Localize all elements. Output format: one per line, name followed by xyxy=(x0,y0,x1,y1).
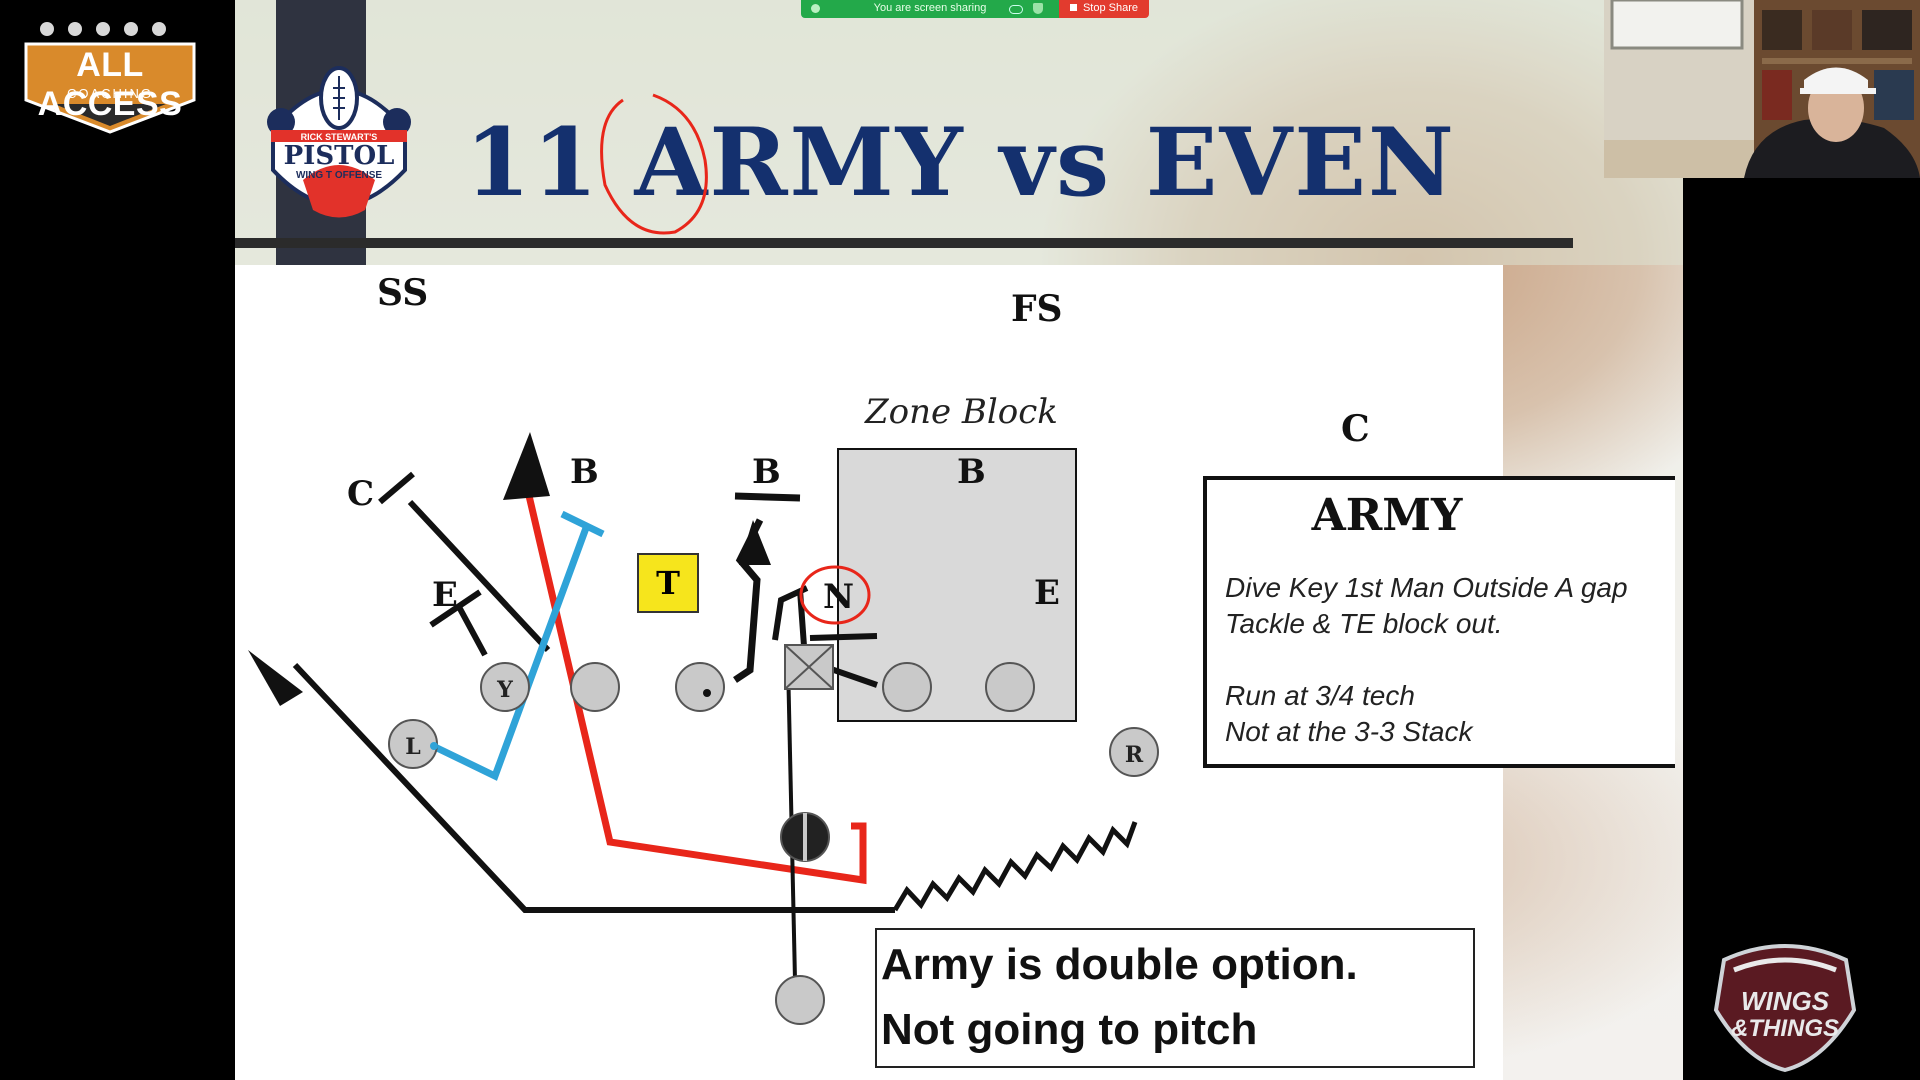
pitch-line xyxy=(292,662,895,913)
end-block-line xyxy=(455,603,488,657)
army-line-1: Dive Key 1st Man Outside A gap xyxy=(1225,572,1628,603)
offense-label-l: L xyxy=(405,734,420,760)
cloud-icon xyxy=(1009,5,1023,14)
guard-dot xyxy=(703,689,711,697)
racket-icon xyxy=(124,22,138,36)
motion-zigzag xyxy=(892,821,1138,912)
webcam-presenter-image xyxy=(1604,0,1920,178)
webcam-feed xyxy=(1604,0,1920,178)
screen-share-toolbar: You are screen sharing Stop Share xyxy=(801,0,1149,18)
note-line-2: Not going to pitch xyxy=(881,1005,1258,1054)
defense-label-ss: SS xyxy=(377,272,429,314)
offense-player-y xyxy=(480,662,530,712)
ball-icon xyxy=(68,22,82,36)
ball-icon xyxy=(40,22,54,36)
defense-label-e-right: E xyxy=(1034,573,1060,613)
pitch-arrowhead-icon xyxy=(248,650,303,706)
bat-icon xyxy=(96,22,110,36)
logo-top-text: RICK STEWART'S xyxy=(301,132,378,142)
blue-route-cap xyxy=(560,510,605,538)
defense-label-b1: B xyxy=(570,452,599,492)
helmet-icon xyxy=(152,22,166,36)
pistol-wing-t-logo: RICK STEWART'S PISTOL WING T OFFENSE xyxy=(267,66,411,218)
center-block-cap xyxy=(734,492,801,502)
note-line-1: Army is double option. xyxy=(881,940,1358,989)
defense-label-c-right: C xyxy=(1341,408,1370,450)
left-brand-panel: ALL ACCESS COACHING xyxy=(0,0,235,1080)
army-title: ARMY xyxy=(1311,490,1463,541)
play-diagram: Y L R xyxy=(248,93,1159,1025)
note-box: Army is double option. Not going to pitc… xyxy=(875,928,1475,1068)
n-annotation-circle xyxy=(799,565,871,625)
red-route-line xyxy=(519,469,867,885)
zone-block-box xyxy=(837,448,1077,722)
defense-tackle-box: T xyxy=(637,553,699,613)
offense-player-back xyxy=(775,975,825,1025)
presentation-slide: RICK STEWART'S PISTOL WING T OFFENSE 11 … xyxy=(235,0,1683,1080)
defense-label-b3: B xyxy=(957,452,986,492)
guard-block-cap xyxy=(809,633,878,641)
defense-label-e-left: E xyxy=(432,575,458,615)
army-line-2: Tackle & TE block out. xyxy=(1225,608,1503,639)
share-status-icon xyxy=(811,4,820,13)
brand-title: ALL ACCESS xyxy=(37,46,183,123)
slide-title: 11 ARMY vs EVEN xyxy=(465,108,1456,218)
offense-player-r xyxy=(1109,727,1159,777)
center-lean-line xyxy=(772,585,809,641)
stop-share-button[interactable]: Stop Share xyxy=(1059,0,1149,18)
offense-label-r: R xyxy=(1125,742,1144,768)
army-info-box: ARMY Dive Key 1st Man Outside A gap Tack… xyxy=(1203,476,1675,768)
slide-header-band xyxy=(235,0,1683,265)
title-annotation-circle xyxy=(600,93,708,235)
center-x-line xyxy=(784,644,834,690)
stop-share-label: Stop Share xyxy=(1082,2,1139,14)
end-block-cap xyxy=(429,589,482,628)
army-line-4: Not at the 3-3 Stack xyxy=(1225,716,1473,747)
sharing-status[interactable]: You are screen sharing xyxy=(801,0,1059,18)
corner-block-cap xyxy=(378,471,415,505)
army-line-3: Run at 3/4 tech xyxy=(1225,680,1415,711)
wings-logo-line2: &THINGS xyxy=(1731,1015,1839,1042)
sharing-status-text: You are screen sharing xyxy=(873,2,987,14)
wings-logo-line1: WINGS xyxy=(1741,986,1830,1016)
wings-and-things-logo: WINGS &THINGS xyxy=(1713,944,1857,1072)
blue-route-line xyxy=(433,526,590,781)
brand-icon-row xyxy=(40,22,166,36)
logo-sub-text: WING T OFFENSE xyxy=(296,170,382,181)
route-arrowhead-icon xyxy=(503,432,550,500)
defense-label-fs: FS xyxy=(1011,288,1063,330)
defense-label-c-left: C xyxy=(347,474,375,514)
defense-label-n: N xyxy=(823,577,855,617)
defense-label-b2: B xyxy=(752,452,781,492)
corner-block-line xyxy=(407,499,551,653)
offense-player-tackle xyxy=(570,662,620,712)
stop-icon xyxy=(1069,4,1077,11)
brand-badge-icon xyxy=(24,42,196,134)
offense-player-tackle-right xyxy=(985,662,1035,712)
center-arrowhead-icon xyxy=(739,520,771,565)
logo-main-text: PISTOL xyxy=(284,141,395,171)
offense-player-guard-right xyxy=(882,662,932,712)
offense-label-y: Y xyxy=(496,677,513,703)
right-black-panel xyxy=(1683,178,1920,1080)
brand-subtitle: COACHING xyxy=(66,86,154,101)
header-rule xyxy=(235,238,1573,248)
offense-player-guard xyxy=(675,662,725,712)
shield-icon xyxy=(1033,3,1043,14)
blue-dot xyxy=(430,742,438,750)
zone-block-label: Zone Block xyxy=(865,392,1058,432)
